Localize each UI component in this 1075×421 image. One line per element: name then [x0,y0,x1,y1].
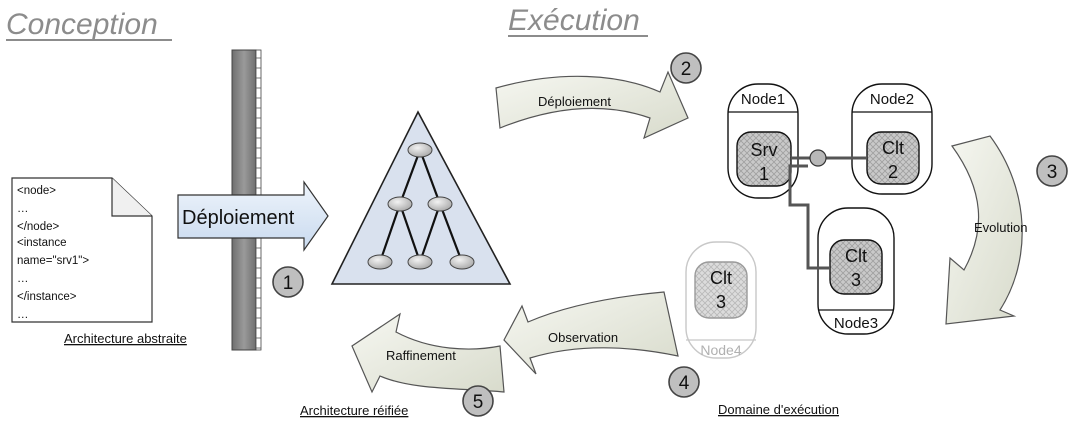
execution-domain-caption: Domaine d'exécution [718,402,839,417]
step-2-label: 2 [681,59,692,80]
doc-line-7: </instance> [17,291,77,303]
srv1-label-line2: 1 [759,164,769,184]
doc-line-2: … [17,203,29,215]
clt3-ghost-component [694,261,748,319]
tree-node-right [427,196,453,212]
deploiement-arrow-label: Déploiement [538,94,611,109]
clt3-ghost-label-line1: Clt [710,268,732,288]
component-connectors [788,149,867,270]
srv1-label-line1: Srv [751,140,778,160]
execution-title: Exécution [508,4,640,37]
evolution-arrow [945,135,1023,325]
deployment-arrow-label: Déploiement [182,207,295,229]
deployment-arrow [177,180,329,252]
reified-architecture-caption: Architecture réifiée [300,403,408,418]
connector-joint [809,149,827,167]
evolution-arrow-label: Evolution [974,220,1027,235]
doc-line-8: … [17,309,29,321]
triangle-shape [330,110,512,285]
doc-line-1: <node> [17,185,56,197]
tree-nodes [367,142,475,270]
clt3-label-line2: 3 [851,270,861,290]
raffinement-arrow [351,312,505,394]
node4-box: Node4 Clt 3 [685,241,757,359]
step-3-label: 3 [1047,162,1058,183]
tree-leaf-1 [367,254,393,270]
tree-leaf-3 [449,254,475,270]
doc-line-6: … [17,273,29,285]
raffinement-arrow-label: Raffinement [386,348,456,363]
node2-name: Node2 [870,91,914,108]
step-1-label: 1 [283,273,294,294]
node3-box: Node3 Clt 3 [817,207,895,335]
clt3-label-line1: Clt [845,246,867,266]
step-3-badge: 3 [1036,155,1068,187]
conception-title: Conception [6,8,158,41]
step-4-label: 4 [679,373,690,394]
document-fold [111,178,152,217]
reified-architecture-tree [330,110,512,285]
node4-name: Node4 [700,342,741,358]
step-5-badge: 5 [462,385,494,417]
node1-box: Node1 Srv 1 [727,83,799,199]
step-4-badge: 4 [668,366,700,398]
tree-leaf-2 [407,254,433,270]
clt2-label-line1: Clt [882,138,904,158]
doc-line-5: name="srv1"> [17,255,89,267]
tree-node-left [387,196,413,212]
doc-line-4: <instance [17,237,67,249]
abstract-architecture-document: <node> … </node> <instance name="srv1"> … [11,177,153,323]
clt2-label-line2: 2 [888,162,898,182]
step-2-badge: 2 [670,52,702,84]
tree-node-root [407,142,433,158]
deploiement-execution-arrow [495,70,689,140]
step-1-badge: 1 [272,266,304,298]
step-5-label: 5 [473,392,484,413]
node1-name: Node1 [741,91,785,108]
node2-box: Node2 Clt 2 [851,83,933,195]
node3-name: Node3 [834,315,878,332]
abstract-architecture-caption: Architecture abstraite [64,331,187,346]
tree-edges [378,149,464,263]
clt3-ghost-label-line2: 3 [716,292,726,312]
observation-arrow-label: Observation [548,330,618,345]
doc-line-3: </node> [17,221,59,233]
observation-arrow [503,291,679,375]
